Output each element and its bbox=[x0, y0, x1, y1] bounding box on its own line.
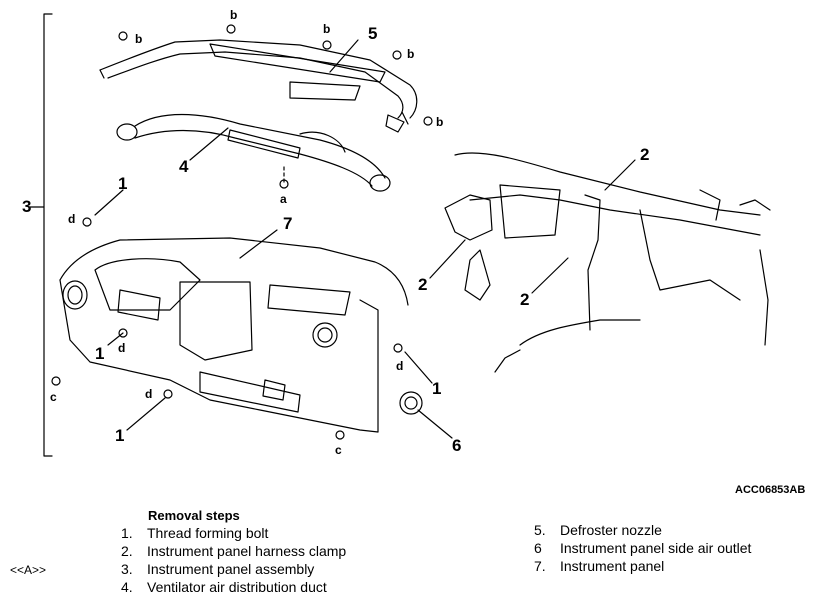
removal-step: 1.Thread forming bolt bbox=[121, 525, 269, 541]
fastener-letter: d bbox=[68, 212, 76, 226]
fastener-letter: b bbox=[436, 115, 444, 129]
fastener-letter: d bbox=[396, 359, 404, 373]
fastener-letter: d bbox=[118, 341, 126, 355]
figure-id: ACC06853AB bbox=[735, 484, 806, 496]
callout-2: 2 bbox=[418, 275, 428, 294]
callout-2: 2 bbox=[520, 290, 530, 309]
removal-step: 7.Instrument panel bbox=[534, 558, 665, 574]
fastener-letter: b bbox=[135, 32, 143, 46]
removal-step: 4.Ventilator air distribution duct bbox=[121, 579, 327, 595]
callout-7: 7 bbox=[283, 214, 293, 233]
removal-step: 3.Instrument panel assembly bbox=[121, 561, 315, 577]
assembly-bracket bbox=[43, 13, 53, 457]
removal-step: 2.Instrument panel harness clamp bbox=[121, 543, 347, 559]
callout-1: 1 bbox=[115, 426, 125, 445]
step-reference-mark: <<A>> bbox=[10, 563, 47, 577]
fastener-letter: c bbox=[335, 443, 342, 457]
instrument-panel bbox=[59, 237, 409, 433]
instrument-panel-harness bbox=[444, 152, 771, 373]
fastener-letter: a bbox=[280, 192, 287, 206]
fastener-letter: c bbox=[50, 390, 57, 404]
fastener-letter: d bbox=[145, 387, 153, 401]
callout-4: 4 bbox=[179, 157, 189, 176]
removal-steps-title: Removal steps bbox=[148, 508, 240, 523]
callout-1: 1 bbox=[432, 379, 442, 398]
callout-1: 1 bbox=[118, 174, 128, 193]
fastener-letter: b bbox=[323, 22, 331, 36]
side-air-outlet bbox=[399, 391, 423, 415]
callout-6: 6 bbox=[452, 436, 462, 455]
callout-3: 3 bbox=[22, 197, 32, 216]
defroster-nozzle bbox=[99, 39, 418, 133]
callout-2: 2 bbox=[640, 145, 650, 164]
removal-step: 5.Defroster nozzle bbox=[534, 522, 662, 538]
callout-5: 5 bbox=[368, 24, 378, 43]
fastener-letter: b bbox=[407, 47, 415, 61]
callout-1: 1 bbox=[95, 344, 105, 363]
bolt-icons bbox=[51, 24, 433, 440]
ventilator-duct bbox=[116, 113, 391, 192]
fastener-letter: b bbox=[230, 8, 238, 22]
